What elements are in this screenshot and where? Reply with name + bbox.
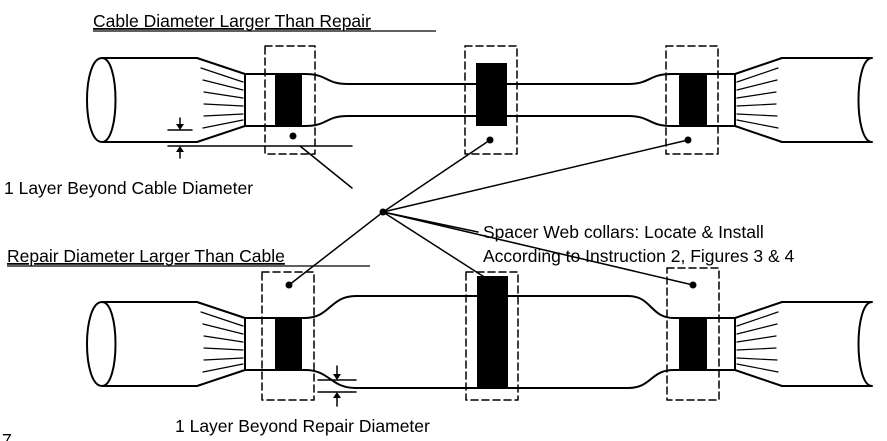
repair-layer-label: 1 Layer Beyond Repair Diameter bbox=[175, 416, 430, 436]
bottom-left-fanout-lines bbox=[200, 311, 244, 373]
callout-leader-lines bbox=[288, 139, 694, 286]
top-left-cable-end bbox=[86, 57, 198, 143]
top-collar-left-dot bbox=[289, 132, 297, 140]
leader-to-top-right bbox=[382, 139, 689, 213]
bottom-collar-right-box bbox=[666, 267, 720, 401]
bottom-spacer-collars bbox=[261, 267, 720, 401]
top-left-fanout bbox=[196, 57, 246, 143]
top-collar-dots bbox=[289, 132, 692, 144]
leader-to-bottom-mid bbox=[382, 211, 493, 283]
bottom-collar-mid-box bbox=[465, 271, 519, 401]
leader-to-top-mid bbox=[382, 139, 491, 213]
bottom-left-fanout bbox=[196, 301, 246, 387]
bottom-section-title: Repair Diameter Larger Than Cable bbox=[7, 246, 285, 266]
bottom-right-fanout-lines bbox=[736, 311, 779, 373]
top-collar-left-box bbox=[264, 45, 316, 155]
top-right-cable-end bbox=[781, 57, 873, 143]
top-right-fanout-lines bbox=[736, 67, 779, 129]
figure-corner-mark: 7 bbox=[2, 430, 12, 441]
top-section-title: Cable Diameter Larger Than Repair bbox=[93, 11, 371, 31]
top-collar-right-band bbox=[679, 74, 707, 126]
leader-to-bottom-right bbox=[382, 211, 694, 286]
spacer-collar-label-line1: Spacer Web collars: Locate & Install bbox=[483, 222, 764, 242]
bottom-left-cable-end bbox=[86, 301, 198, 387]
bottom-right-fanout bbox=[734, 301, 783, 387]
bottom-right-cable-end bbox=[781, 301, 873, 387]
top-right-fanout bbox=[734, 57, 783, 143]
leader-cable-layer bbox=[299, 145, 353, 189]
leader-junction-dot bbox=[379, 208, 387, 216]
bottom-collar-bands bbox=[275, 276, 707, 388]
bottom-collar-left-box bbox=[261, 271, 315, 401]
top-collar-bands bbox=[275, 63, 707, 126]
leader-to-bottom-left bbox=[288, 211, 384, 286]
bottom-dimension-marker bbox=[317, 365, 357, 407]
bottom-collar-right-band bbox=[679, 318, 707, 370]
bottom-collar-mid-band bbox=[477, 276, 508, 388]
top-dimension-marker bbox=[167, 117, 353, 159]
top-spacer-collars bbox=[264, 45, 719, 155]
top-collar-right-box bbox=[665, 45, 719, 155]
top-collar-left-band bbox=[275, 74, 302, 126]
cable-layer-label: 1 Layer Beyond Cable Diameter bbox=[4, 178, 253, 198]
top-collar-mid-band bbox=[476, 63, 507, 126]
spacer-collar-label-line2: According to Instruction 2, Figures 3 & … bbox=[483, 246, 795, 266]
bottom-collar-left-band bbox=[275, 318, 302, 370]
top-left-fanout-lines bbox=[200, 67, 244, 129]
top-collar-mid-box bbox=[464, 45, 518, 155]
